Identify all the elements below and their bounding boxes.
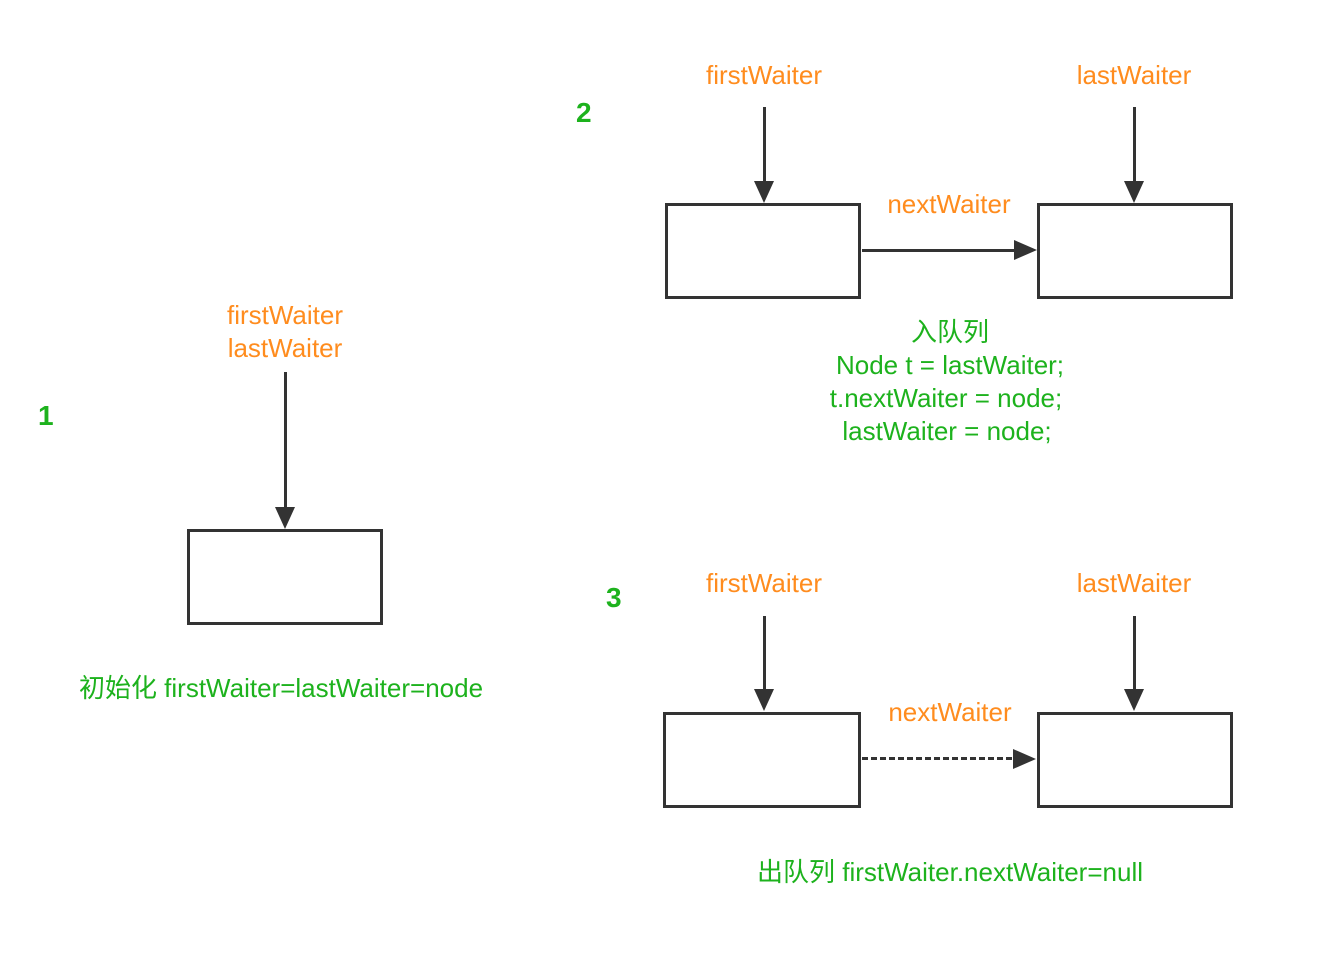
enqueue-caption-title: 入队列 [910,317,990,347]
last-waiter-label: lastWaiter [1076,568,1192,598]
pointer-arrow-line [284,372,287,507]
next-waiter-label: nextWaiter [887,189,1011,219]
pointer-arrow-head-icon [754,181,774,203]
step-number-2: 2 [576,97,592,128]
first-waiter-label: firstWaiter [226,300,344,330]
node-box-first [663,712,861,808]
node-box [187,529,383,625]
pointer-arrow-head-icon [754,689,774,711]
next-waiter-arrow-line [862,249,1015,252]
node-box-first [665,203,861,299]
step-number-1: 1 [38,400,54,431]
enqueue-code-line-3: lastWaiter = node; [842,416,1052,446]
next-waiter-arrow-head-icon [1014,240,1037,260]
step-number-3: 3 [606,582,622,613]
pointer-arrow-line [763,616,766,690]
enqueue-code-line-2: t.nextWaiter = node; [829,383,1063,413]
pointer-arrow-head-icon [1124,689,1144,711]
node-box-last [1037,712,1233,808]
pointer-arrow-head-icon [275,507,295,529]
pointer-arrow-head-icon [1124,181,1144,203]
enqueue-code-line-1: Node t = lastWaiter; [835,350,1065,380]
dequeue-caption: 出队列 firstWaiter.nextWaiter=null [756,857,1144,887]
last-waiter-label: lastWaiter [227,333,343,363]
next-waiter-arrow-head-icon [1013,749,1036,769]
node-box-last [1037,203,1233,299]
pointer-arrow-line [1133,616,1136,690]
next-waiter-label: nextWaiter [888,697,1012,727]
pointer-arrow-line [763,107,766,182]
last-waiter-label: lastWaiter [1076,60,1192,90]
pointer-arrow-line [1133,107,1136,182]
first-waiter-label: firstWaiter [705,568,823,598]
next-waiter-dashed-arrow-line [862,757,1012,760]
first-waiter-label: firstWaiter [705,60,823,90]
init-caption: 初始化 firstWaiter=lastWaiter=node [78,673,484,703]
